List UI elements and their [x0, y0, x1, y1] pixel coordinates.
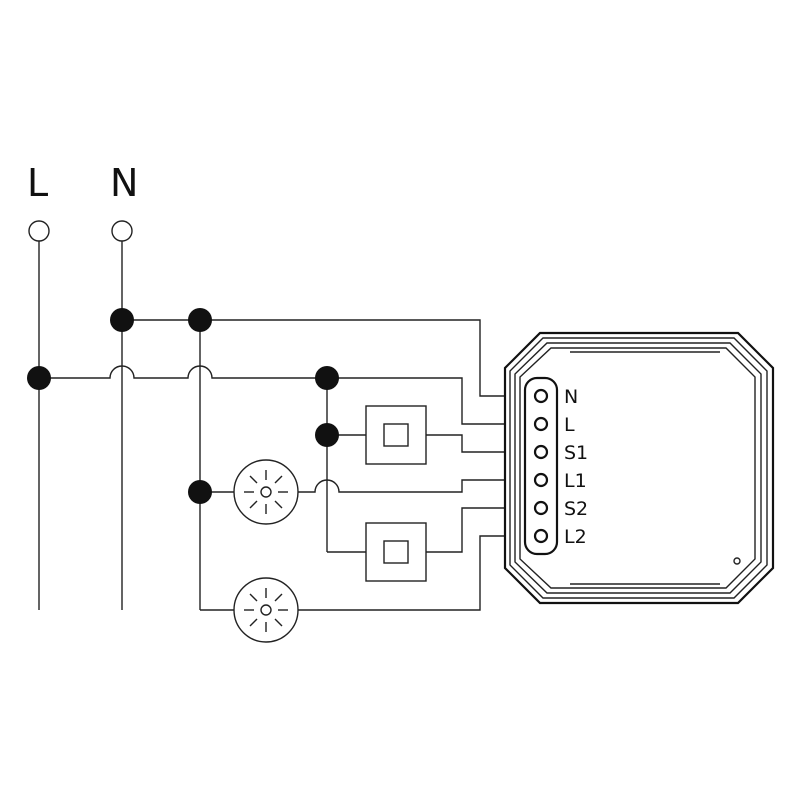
junction-lamp-1	[188, 480, 212, 504]
junction-switch-1	[315, 423, 339, 447]
lamp-1	[233, 459, 299, 525]
terminal-label-l2: L2	[564, 526, 587, 548]
relay-module	[503, 331, 775, 605]
terminal-label-n: N	[564, 386, 578, 408]
terminal-screws	[533, 388, 549, 544]
neutral-label: N	[110, 161, 138, 205]
junction-neutral-1	[110, 308, 134, 332]
terminal-block	[523, 376, 559, 556]
switch-2-key	[383, 540, 409, 564]
switch-1	[365, 405, 427, 465]
junction-line-2	[315, 366, 339, 390]
switch-2	[365, 522, 427, 582]
line-label: L	[27, 161, 48, 205]
line-terminal	[28, 220, 50, 242]
neutral-bus-wire	[122, 319, 505, 397]
lamp-1-live-wire	[298, 479, 505, 493]
terminal-label-s1: S1	[564, 442, 588, 464]
switch-2-out-wire	[426, 507, 505, 553]
neutral-terminal	[111, 220, 133, 242]
terminal-label-l1: L1	[564, 470, 587, 492]
module-status-led	[733, 557, 741, 565]
line-bus-wire	[39, 365, 505, 425]
switch-1-key	[383, 423, 409, 447]
junction-dots	[27, 308, 339, 504]
junction-neutral-2	[188, 308, 212, 332]
switch-1-out-wire	[426, 434, 505, 453]
lamp-2	[233, 577, 299, 643]
terminal-label-l: L	[564, 414, 575, 436]
junction-line-1	[27, 366, 51, 390]
lamp-2-live-wire	[298, 535, 505, 611]
terminal-label-s2: S2	[564, 498, 588, 520]
